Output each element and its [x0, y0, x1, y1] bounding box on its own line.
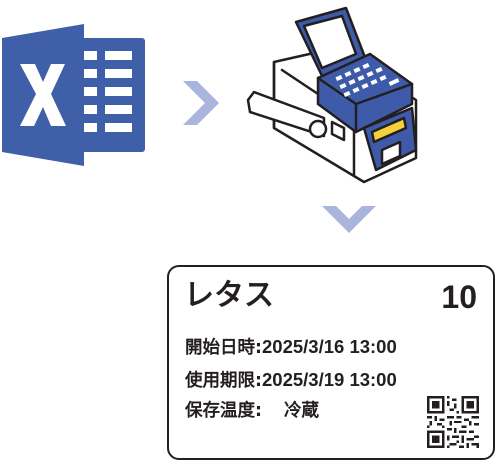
start-datetime-row: 開始日時:2025/3/16 13:00	[185, 336, 397, 358]
start-datetime-label: 開始日時:	[185, 338, 262, 358]
food-label: レタス 10 開始日時:2025/3/16 13:00 使用期限:2025/3/…	[167, 265, 495, 460]
product-name: レタス	[184, 278, 274, 313]
excel-logo-icon	[2, 24, 145, 166]
chevron-down-icon	[322, 206, 376, 233]
chevron-right-icon	[183, 81, 219, 125]
expiry-value: 2025/3/19 13:00	[262, 369, 397, 390]
storage-temp-row: 保存温度: 冷蔵	[185, 401, 319, 421]
start-datetime-value: 2025/3/16 13:00	[262, 336, 397, 357]
storage-temp-value: 冷蔵	[284, 401, 319, 421]
quantity: 10	[441, 279, 477, 315]
label-printer-icon	[246, 6, 418, 184]
expiry-label: 使用期限:	[185, 371, 262, 391]
qr-code-icon	[427, 396, 479, 448]
expiry-row: 使用期限:2025/3/19 13:00	[185, 369, 397, 391]
storage-temp-label: 保存温度:	[185, 401, 262, 421]
